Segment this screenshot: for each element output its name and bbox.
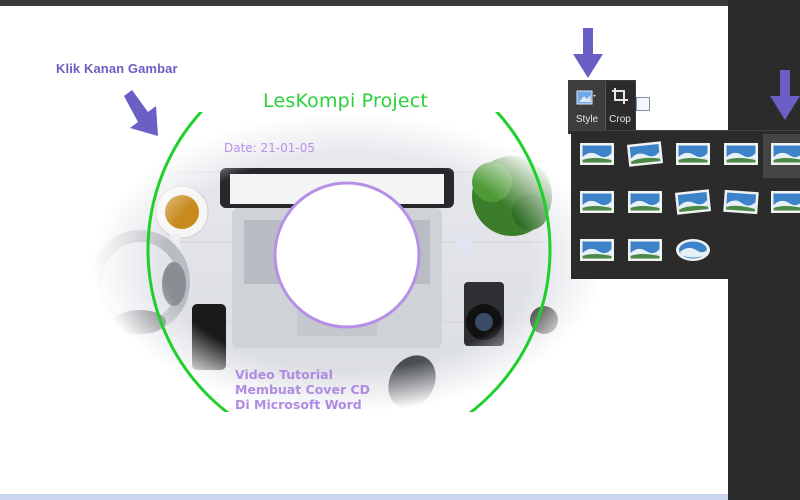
landscape-thumbnail-icon (724, 143, 758, 165)
picture-style-oval-bevel[interactable] (674, 237, 712, 263)
picture-style-drop-shadow-rect[interactable] (578, 189, 616, 215)
instruction-label: Klik Kanan Gambar (56, 61, 178, 76)
picture-style-simple-frame-white[interactable] (578, 141, 616, 167)
landscape-thumbnail-icon (580, 239, 614, 261)
picture-style-simple-frame-black[interactable] (769, 189, 800, 215)
cd-subtitle-line-2: Membuat Cover CD (235, 382, 371, 397)
landscape-thumbnail-icon (771, 143, 800, 165)
picture-style-perspective-shadow[interactable] (722, 189, 760, 215)
arrow-down-right-icon (124, 90, 158, 136)
picture-style-button[interactable]: Style (569, 81, 606, 131)
picture-style-icon (576, 90, 596, 105)
arrow-down-icon (770, 70, 800, 120)
landscape-thumbnail-icon (580, 143, 614, 165)
picture-style-soft-edge-rect[interactable] (769, 141, 800, 167)
landscape-thumbnail-icon (676, 143, 710, 165)
picture-style-rounded-diagonal[interactable] (674, 189, 712, 215)
picture-style-reflected-rounded[interactable] (626, 189, 664, 215)
landscape-thumbnail-icon (580, 191, 614, 213)
arrow-down-icon (573, 28, 603, 78)
crop-icon (612, 88, 628, 104)
cd-subtitle-line-1: Video Tutorial (235, 367, 333, 382)
picture-style-reflected-bevel[interactable] (578, 237, 616, 263)
landscape-thumbnail-icon (674, 189, 712, 215)
picture-style-simple-frame-rotated[interactable] (626, 141, 664, 167)
landscape-thumbnail-icon (628, 191, 662, 213)
landscape-thumbnail-icon (771, 191, 800, 213)
landscape-thumbnail-icon (626, 141, 664, 167)
cd-date: Date: 21-01-05 (224, 141, 316, 155)
landscape-thumbnail-icon (723, 189, 759, 215)
window-top-edge (0, 0, 800, 6)
crop-button[interactable]: Crop (606, 81, 634, 131)
page-bottom-strip (0, 494, 728, 500)
picture-style-thick-matte[interactable] (674, 141, 712, 167)
picture-format-ribbon: Style Crop (568, 80, 636, 134)
cd-center-hole (273, 181, 421, 329)
picture-style-rounded-rect-bevel[interactable] (626, 237, 664, 263)
landscape-thumbnail-icon (628, 239, 662, 261)
style-label: Style (575, 114, 599, 125)
landscape-thumbnail-icon (676, 239, 710, 261)
cd-subtitle-line-3: Di Microsoft Word (235, 397, 362, 412)
wrap-text-icon (636, 97, 650, 111)
picture-style-gallery (571, 130, 800, 279)
crop-label: Crop (609, 114, 631, 125)
cd-title: LesKompi Project (263, 90, 429, 112)
picture-style-beveled-matte[interactable] (722, 141, 760, 167)
